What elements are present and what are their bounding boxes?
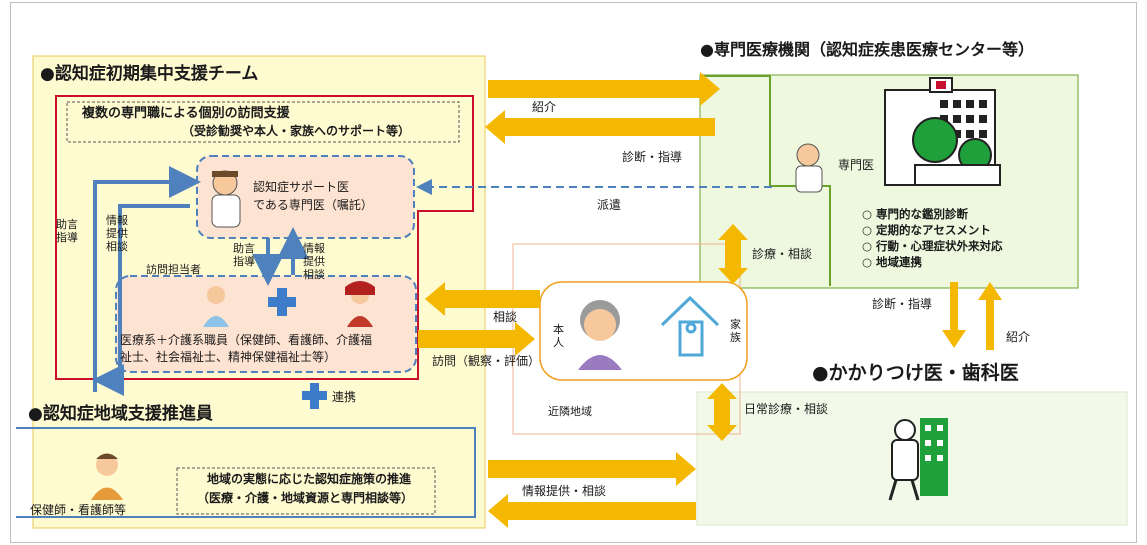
specialist-item: ○ 行動・心理症状外来対応 [862, 239, 1003, 253]
advice-left-label: 助言 指導 [56, 218, 89, 244]
promoter-desc-line2: （医療・介護・地域資源と専門相談等） [197, 491, 414, 505]
support-box [66, 101, 460, 143]
staff-person-red [345, 281, 375, 327]
promoter-border [16, 427, 476, 518]
arrow-info-right [488, 452, 696, 486]
center-box [539, 281, 748, 381]
specialist-title: ●専門医療機関（認知症疾患医療センター等） [700, 40, 1034, 59]
team-doctor-line1: 認知症サポート医 [253, 180, 350, 194]
specialist-doctor-label: 専門医 [838, 158, 875, 172]
staff-line1: 医療系＋介護系職員（保健師、看護師、介護福 [120, 333, 373, 347]
specialist-items: ○ 専門的な鑑別診断 ○ 定期的なアセスメント ○ 行動・心理症状外来対応 ○ … [862, 206, 1003, 270]
specialist-item: ○ 地域連携 [862, 255, 923, 269]
person-label: 本人 [553, 323, 564, 349]
plus-icon-collab [302, 383, 327, 409]
gp-doctor-icon [888, 418, 948, 501]
team-title: ●認知症初期集中支援チーム [40, 64, 259, 84]
info-left-label: 情報提供 相談 [106, 214, 139, 253]
referral-vert-label: 紹介 [1006, 330, 1031, 344]
elderly-person [578, 300, 622, 370]
arrow-daily-care [707, 383, 737, 441]
support-line2: （受診勧奨や本人・家族へのサポート等） [182, 124, 411, 138]
doctor-bubble [196, 155, 415, 239]
promoter-title: ●認知症地域支援推進員 [28, 404, 213, 424]
team-doctor-line2: である専門医（嘱託） [253, 198, 373, 212]
promoter-desc-box [176, 467, 436, 515]
promoter-person [91, 453, 123, 500]
diagnosis-vert-label: 診断・指導 [872, 297, 933, 311]
visit-label: 訪問（観察・評価） [432, 354, 541, 368]
team-doctor-figure [211, 170, 241, 228]
daily-care-label: 日常診療・相談 [744, 402, 829, 416]
arrow-info-left-inner [92, 204, 190, 396]
advice-mid-label: 助言 指導 [233, 242, 266, 268]
gp-title: ●かかりつけ医・歯科医 [812, 362, 1019, 384]
info-consult-label: 情報提供・相談 [522, 484, 607, 498]
diagram-frame [10, 2, 1137, 543]
info-mid-label: 情報提供 相談 [303, 242, 336, 281]
arrow-visit [418, 322, 535, 356]
family-label: 家族 [730, 318, 741, 344]
staff-line2: 祉士、社会福祉士、精神保健福祉士等） [120, 350, 337, 364]
arrow-info-left [488, 494, 696, 528]
arrow-consult-right [718, 224, 748, 284]
plus-icon-staff [268, 288, 296, 316]
support-line1: 複数の専門職による個別の訪問支援 [82, 106, 290, 121]
dispatch-label: 派遣 [597, 198, 622, 212]
visit-staff-label: 訪問担当者 [146, 263, 201, 276]
team-red-border [55, 95, 474, 380]
specialist-item: ○ 定期的なアセスメント [862, 223, 991, 237]
diagnosis-top-label: 診断・指導 [622, 150, 683, 164]
arrow-diagnosis-top [485, 110, 715, 144]
arrow-diagnosis-vert [942, 282, 966, 348]
staff-person-blue [203, 286, 229, 327]
promoter-role: 保健師・看護師等 [30, 503, 127, 517]
specialist-doctor-figure [795, 143, 823, 193]
promoter-desc-line1: 地域の実態に応じた認知症施策の推進 [207, 472, 412, 486]
consult-right-label: 診療・相談 [752, 247, 813, 261]
referral-top-label: 紹介 [532, 100, 557, 114]
hospital-icon [884, 77, 1001, 186]
arrow-referral-vert [978, 282, 1002, 350]
house-icon [660, 295, 720, 357]
collab-label: 連携 [332, 390, 357, 404]
arrow-referral-top [488, 72, 720, 106]
consult-left-label: 相談 [493, 310, 518, 324]
area-label: 近隣地域 [548, 405, 592, 418]
arrow-advice-left [93, 166, 201, 392]
arrow-consult-left [425, 282, 540, 316]
specialist-item: ○ 専門的な鑑別診断 [862, 207, 969, 221]
